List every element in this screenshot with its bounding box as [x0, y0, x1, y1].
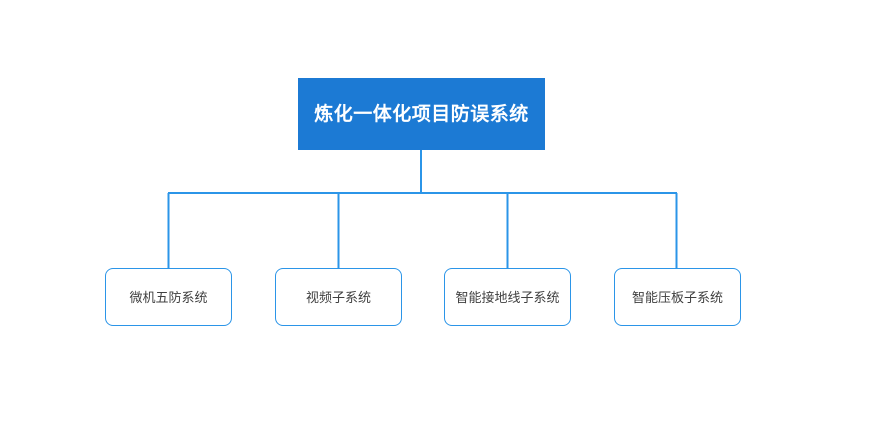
child-node-label: 视频子系统: [305, 289, 371, 305]
child-node-label: 智能压板子系统: [631, 289, 723, 305]
root-node-label: 炼化一体化项目防误系统: [314, 103, 529, 125]
child-node-zhineng-yaban[interactable]: 智能压板子系统: [614, 268, 741, 326]
child-node-label: 智能接地线子系统: [455, 289, 560, 305]
child-node-zhineng-jiedixian[interactable]: 智能接地线子系统: [444, 268, 571, 326]
child-node-shipin[interactable]: 视频子系统: [275, 268, 402, 326]
child-node-weiji-wufang[interactable]: 微机五防系统: [105, 268, 232, 326]
root-node[interactable]: 炼化一体化项目防误系统: [298, 78, 545, 150]
child-node-label: 微机五防系统: [129, 289, 208, 305]
